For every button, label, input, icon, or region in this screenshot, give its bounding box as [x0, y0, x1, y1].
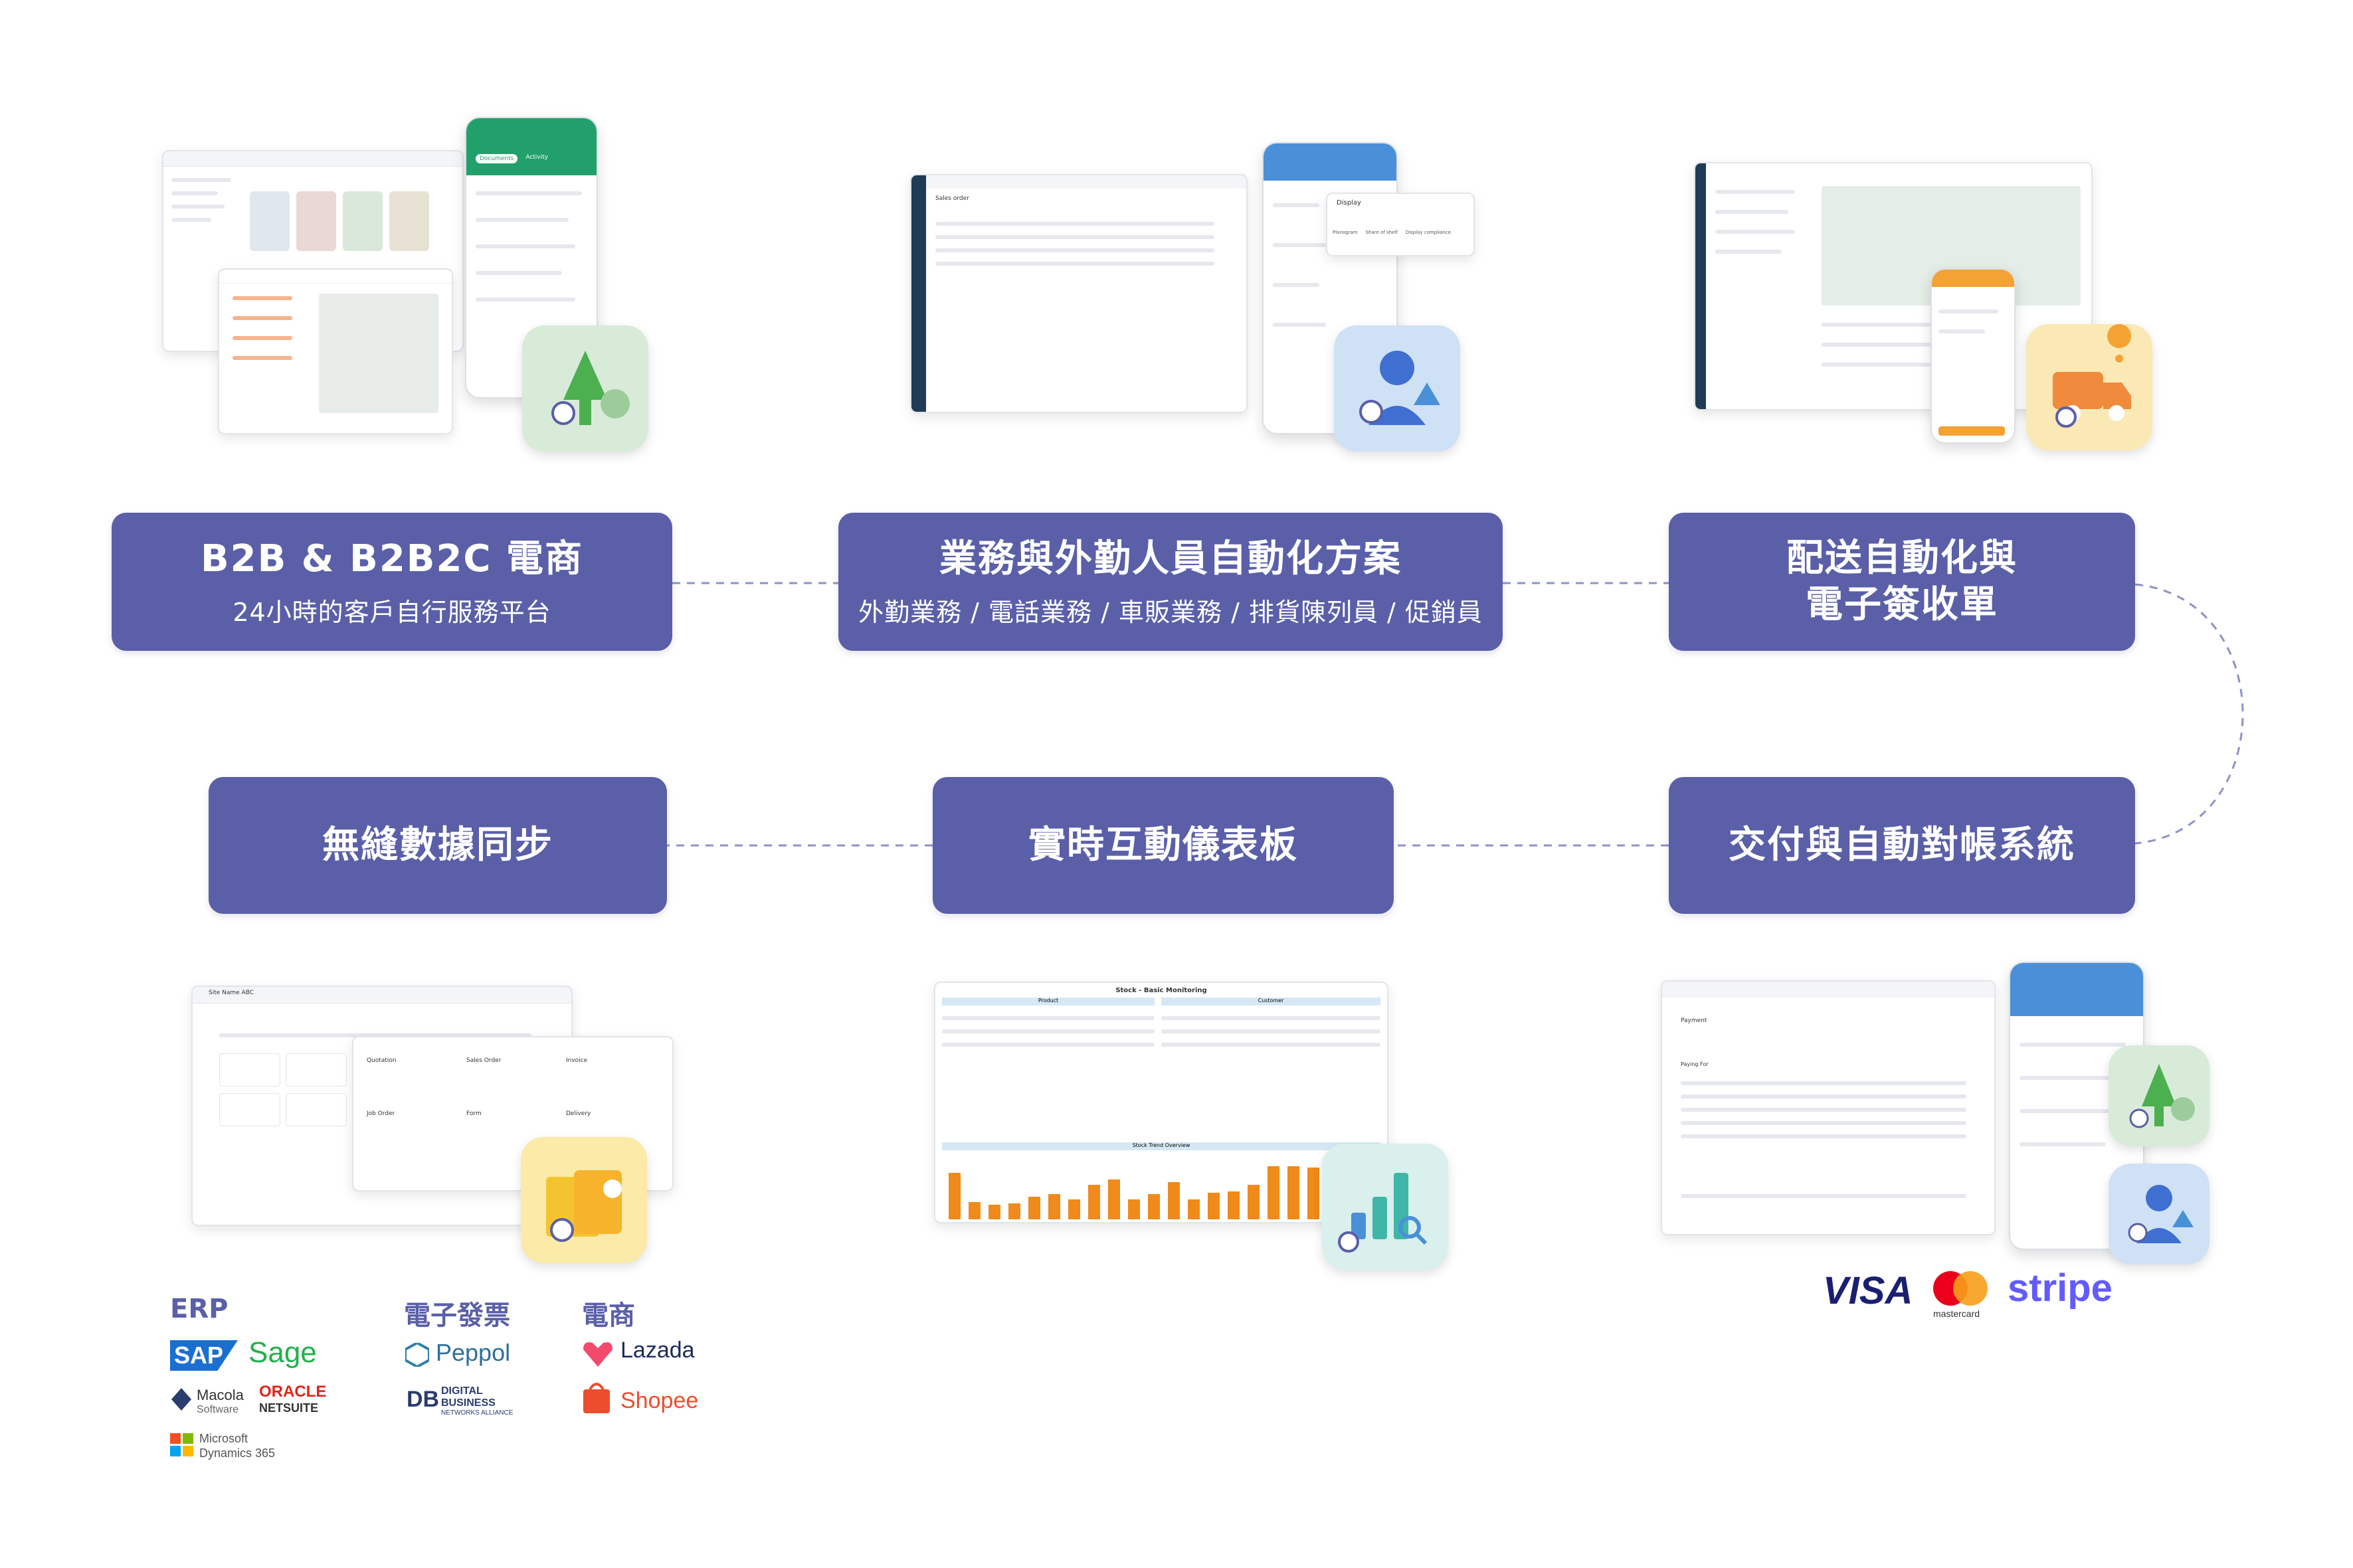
- salesperson-icon: [1359, 351, 1440, 425]
- node-subtitle: 外勤業務 / 電話業務 / 車販業務 / 排貨陳列員 / 促銷員: [858, 597, 1483, 627]
- payment-b2b-app-icon: [2109, 1045, 2210, 1146]
- doc-delivery[interactable]: Delivery: [566, 1110, 591, 1117]
- visa-logo: VISA: [1823, 1269, 1913, 1312]
- macola-icon: [171, 1388, 191, 1411]
- node-b2b-ecommerce: B2B & B2B2C 電商 24小時的客戶自行服務平台: [112, 513, 672, 651]
- sales-web-screenshot: Sales order: [910, 174, 1248, 413]
- node-dashboard: 實時互動儀表板: [933, 777, 1394, 914]
- dbna-logo-line2: BUSINESS: [441, 1397, 496, 1409]
- peppol-icon: [405, 1343, 429, 1367]
- microsoft-logo: Microsoft: [199, 1432, 248, 1445]
- dashboard-screenshot: Stock - Basic Monitoring Product Custome…: [934, 982, 1388, 1223]
- ecommerce-title: 電商: [582, 1300, 635, 1331]
- node-title: 交付與自動對帳系統: [1729, 824, 2075, 867]
- doc-sales-order[interactable]: Sales Order: [466, 1057, 502, 1064]
- display-share-of-shelf[interactable]: Share of shelf: [1365, 230, 1398, 235]
- node-data-sync: 無縫數據同步: [209, 777, 667, 914]
- microsoft-icon: [170, 1433, 193, 1456]
- lazada-icon: [583, 1342, 612, 1367]
- salesperson-icon: [2128, 1185, 2194, 1243]
- dashboard-app-icon: [1322, 1144, 1448, 1270]
- payment-sales-app-icon: [2109, 1164, 2210, 1264]
- sync-app-icon: [521, 1137, 647, 1263]
- node-subtitle: 24小時的客戶自行服務平台: [233, 597, 551, 627]
- node-delivery-automation: 配送自動化與 電子簽收單: [1669, 513, 2135, 651]
- tree-icon: [2129, 1064, 2195, 1128]
- payment-web-screenshot: Payment Paying For: [1661, 980, 1996, 1235]
- dbna-logo-line1: DIGITAL: [441, 1385, 483, 1397]
- doc-quotation[interactable]: Quotation: [367, 1057, 397, 1064]
- tab-documents[interactable]: Documents: [476, 154, 518, 163]
- node-payment-reconciliation: 交付與自動對帳系統: [1669, 777, 2135, 914]
- tab-activity[interactable]: Activity: [525, 154, 548, 161]
- sales-order-header: Sales order: [935, 195, 969, 202]
- b2b-map-screenshot: [218, 268, 453, 434]
- node-title: B2B & B2B2C 電商: [200, 537, 584, 580]
- dashboard-right-header: Customer: [1161, 998, 1380, 1005]
- erp-title: ERP: [170, 1294, 229, 1324]
- netsuite-logo: NETSUITE: [259, 1401, 319, 1415]
- einvoice-title: 電子發票: [404, 1300, 510, 1331]
- peppol-logo: Peppol: [436, 1339, 511, 1366]
- node-title-line1: 配送自動化與: [1786, 537, 2018, 580]
- sales-app-icon: [1334, 325, 1460, 452]
- stripe-logo: stripe: [2008, 1266, 2113, 1310]
- connector-delivery-payment: [2134, 583, 2244, 845]
- mastercard-icon: [1933, 1271, 1988, 1306]
- dynamics-logo: Dynamics 365: [199, 1446, 276, 1460]
- payment-title: Payment: [1681, 1017, 1707, 1024]
- sage-logo: Sage: [248, 1336, 317, 1369]
- delivery-app-icon: [2026, 324, 2152, 450]
- display-planogram[interactable]: Planogram: [1333, 230, 1358, 235]
- node-title: 業務與外勤人員自動化方案: [939, 537, 1402, 580]
- shopee-icon: [583, 1383, 610, 1413]
- folder-icon: [546, 1170, 622, 1242]
- dashboard-left-header: Product: [942, 998, 1155, 1005]
- dbna-logo-line3: NETWORKS ALLIANCE: [441, 1409, 514, 1417]
- node-title: 實時互動儀表板: [1028, 824, 1298, 867]
- doc-job-order[interactable]: Job Order: [367, 1110, 395, 1117]
- dashboard-title: Stock - Basic Monitoring: [1115, 987, 1207, 994]
- display-compliance[interactable]: Display compliance: [1405, 230, 1452, 235]
- macola-logo: Macola: [197, 1387, 244, 1403]
- lazada-logo: Lazada: [620, 1338, 695, 1363]
- sync-site-name: Site Name ABC: [209, 990, 254, 996]
- node-sales-automation: 業務與外勤人員自動化方案 外勤業務 / 電話業務 / 車販業務 / 排貨陳列員 …: [838, 513, 1503, 651]
- oracle-logo: ORACLE: [259, 1383, 327, 1401]
- node-title: 無縫數據同步: [322, 824, 553, 867]
- dbna-mark: DB: [407, 1387, 440, 1412]
- delivery-mobile-screenshot: [1930, 268, 2016, 444]
- display-panel-title: Display: [1337, 199, 1361, 207]
- shopee-logo: Shopee: [620, 1388, 699, 1413]
- doc-form[interactable]: Form: [466, 1110, 482, 1117]
- analytics-icon: [1338, 1173, 1428, 1253]
- node-title-line2: 電子簽收單: [1806, 583, 1998, 626]
- payment-section: Paying For: [1681, 1061, 1709, 1067]
- delivery-truck-icon: [2053, 324, 2132, 428]
- dashboard-trend-header: Stock Trend Overview: [942, 1142, 1380, 1150]
- b2b-app-icon: [522, 325, 648, 452]
- mastercard-logo: mastercard: [1933, 1308, 1980, 1319]
- tree-icon: [551, 351, 630, 425]
- macola-software-logo: Software: [197, 1404, 239, 1415]
- dashboard-bar-chart: [949, 1166, 1359, 1219]
- sales-display-panel: Display Planogram Share of shelf Display…: [1326, 193, 1475, 256]
- doc-invoice[interactable]: Invoice: [566, 1057, 588, 1064]
